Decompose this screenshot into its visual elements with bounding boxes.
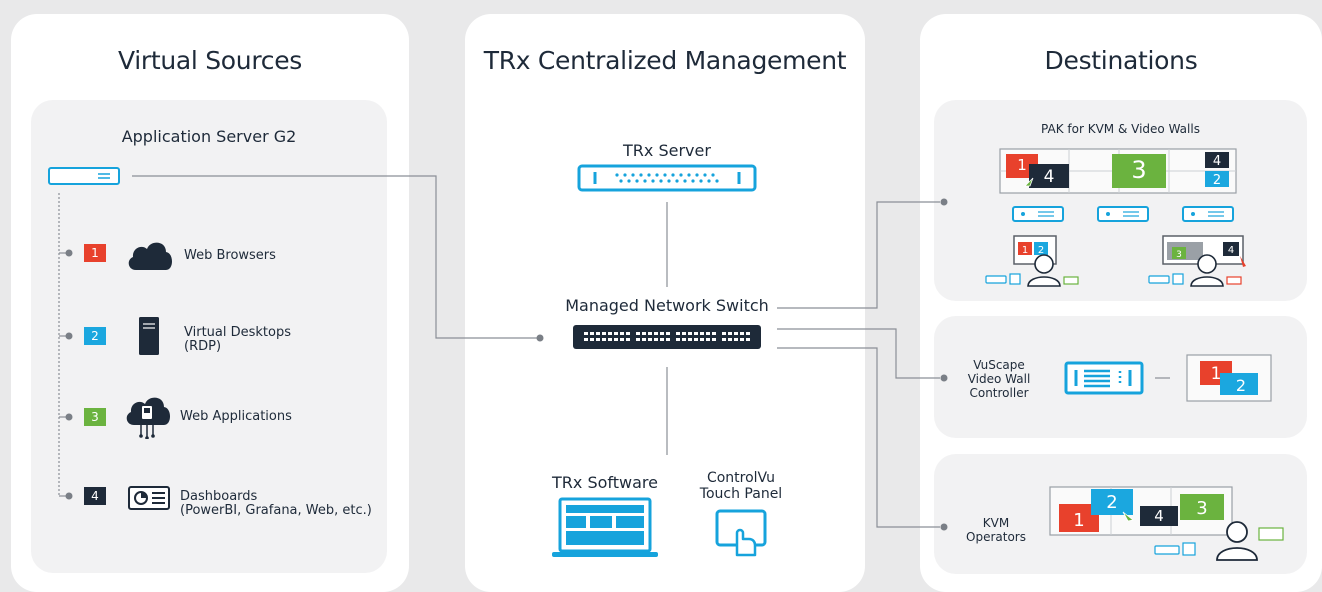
vuscape-tile-2: 2 xyxy=(1236,376,1246,395)
pak-receiver-1 xyxy=(1012,206,1064,222)
pak-video-wall: 1 4 3 4 2 xyxy=(999,148,1237,194)
pak-desk-right-tile-4: 4 xyxy=(1228,245,1234,256)
virtual-sources-title: Virtual Sources xyxy=(117,46,303,75)
pak-wall-tile-1: 1 xyxy=(1017,156,1027,174)
source-label-2: Virtual Desktops(RDP) xyxy=(184,325,291,354)
kvm-tile-4: 4 xyxy=(1154,507,1164,525)
source-label-4: Dashboards(PowerBI, Grafana, Web, etc.) xyxy=(180,489,372,518)
source-label-1: Web Browsers xyxy=(184,248,276,263)
trx-server-icon xyxy=(577,164,757,192)
pak-box xyxy=(934,100,1307,301)
management-title: TRx Centralized Management xyxy=(483,46,847,75)
source-badge-1: 1 xyxy=(84,244,106,262)
source-badge-4: 4 xyxy=(84,487,106,505)
source-label-3: Web Applications xyxy=(180,409,292,424)
kvm-tile-1: 1 xyxy=(1073,510,1084,531)
kvm-tile-2: 2 xyxy=(1106,492,1117,513)
pak-receiver-2 xyxy=(1097,206,1149,222)
network-switch-icon xyxy=(573,325,761,349)
managed-switch-label: Managed Network Switch xyxy=(565,296,769,315)
pak-operator-desk-left: 1 2 xyxy=(985,235,1079,287)
pak-desk-left-tile-2: 2 xyxy=(1038,245,1044,256)
kvm-operator-station: 1 2 4 3 xyxy=(1049,486,1284,561)
touch-panel-icon xyxy=(715,509,767,557)
cloud-icon xyxy=(128,242,172,270)
source-badge-2: 2 xyxy=(84,327,106,345)
desktop-tower-icon xyxy=(139,317,159,355)
centralized-management-panel xyxy=(465,14,865,592)
kvm-tile-3: 3 xyxy=(1196,498,1207,519)
vuscape-controller-icon xyxy=(1064,361,1144,395)
pak-title: PAK for KVM & Video Walls xyxy=(1041,122,1200,136)
pak-wall-tile-3: 3 xyxy=(1131,156,1146,184)
application-server-icon xyxy=(48,167,120,185)
trx-server-label: TRx Server xyxy=(623,141,711,160)
destinations-title: Destinations xyxy=(1044,46,1198,75)
dashboard-icon xyxy=(128,486,170,510)
application-server-label: Application Server G2 xyxy=(121,127,297,146)
pak-desk-left-tile-1: 1 xyxy=(1022,245,1028,256)
vuscape-display: 1 2 xyxy=(1186,354,1272,402)
laptop-icon xyxy=(552,497,658,557)
pak-wall-tile-4: 4 xyxy=(1044,167,1055,187)
pak-desk-right-tile-3: 3 xyxy=(1176,250,1182,260)
pak-operator-desk-right: 3 4 xyxy=(1148,235,1246,287)
pak-wall-tile-4b: 4 xyxy=(1213,154,1221,169)
pak-receiver-3 xyxy=(1182,206,1234,222)
pak-wall-tile-2: 2 xyxy=(1213,173,1221,188)
source-badge-3: 3 xyxy=(84,408,106,426)
cloud-app-icon xyxy=(126,397,170,439)
trx-software-label: TRx Software xyxy=(552,473,658,492)
vuscape-tile-1: 1 xyxy=(1211,364,1222,384)
